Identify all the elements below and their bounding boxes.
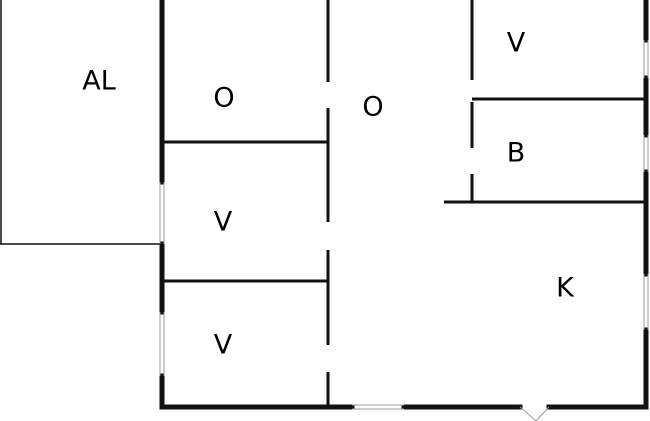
room-label-v-middle: V <box>214 207 233 238</box>
windows <box>159 40 649 410</box>
room-label-v-top-right: V <box>507 28 526 59</box>
window-bottom <box>352 404 404 410</box>
window-left-upper <box>159 182 165 244</box>
exterior-walls <box>159 0 649 410</box>
room-labels: AL O O V B V V K <box>82 28 575 361</box>
window-right-top <box>643 40 649 78</box>
window-right-lower <box>643 274 649 330</box>
entrance-door <box>519 406 550 421</box>
interior-walls <box>162 0 646 407</box>
window-right-middle <box>643 135 649 172</box>
room-label-v-bottom: V <box>214 330 233 361</box>
room-label-o-center: O <box>362 92 383 123</box>
room-label-al: AL <box>82 66 116 97</box>
room-label-o-left: O <box>213 83 234 114</box>
window-left-lower <box>159 312 165 376</box>
room-label-b: B <box>507 138 526 169</box>
annex-outline <box>0 0 160 245</box>
room-label-k: K <box>556 273 575 304</box>
